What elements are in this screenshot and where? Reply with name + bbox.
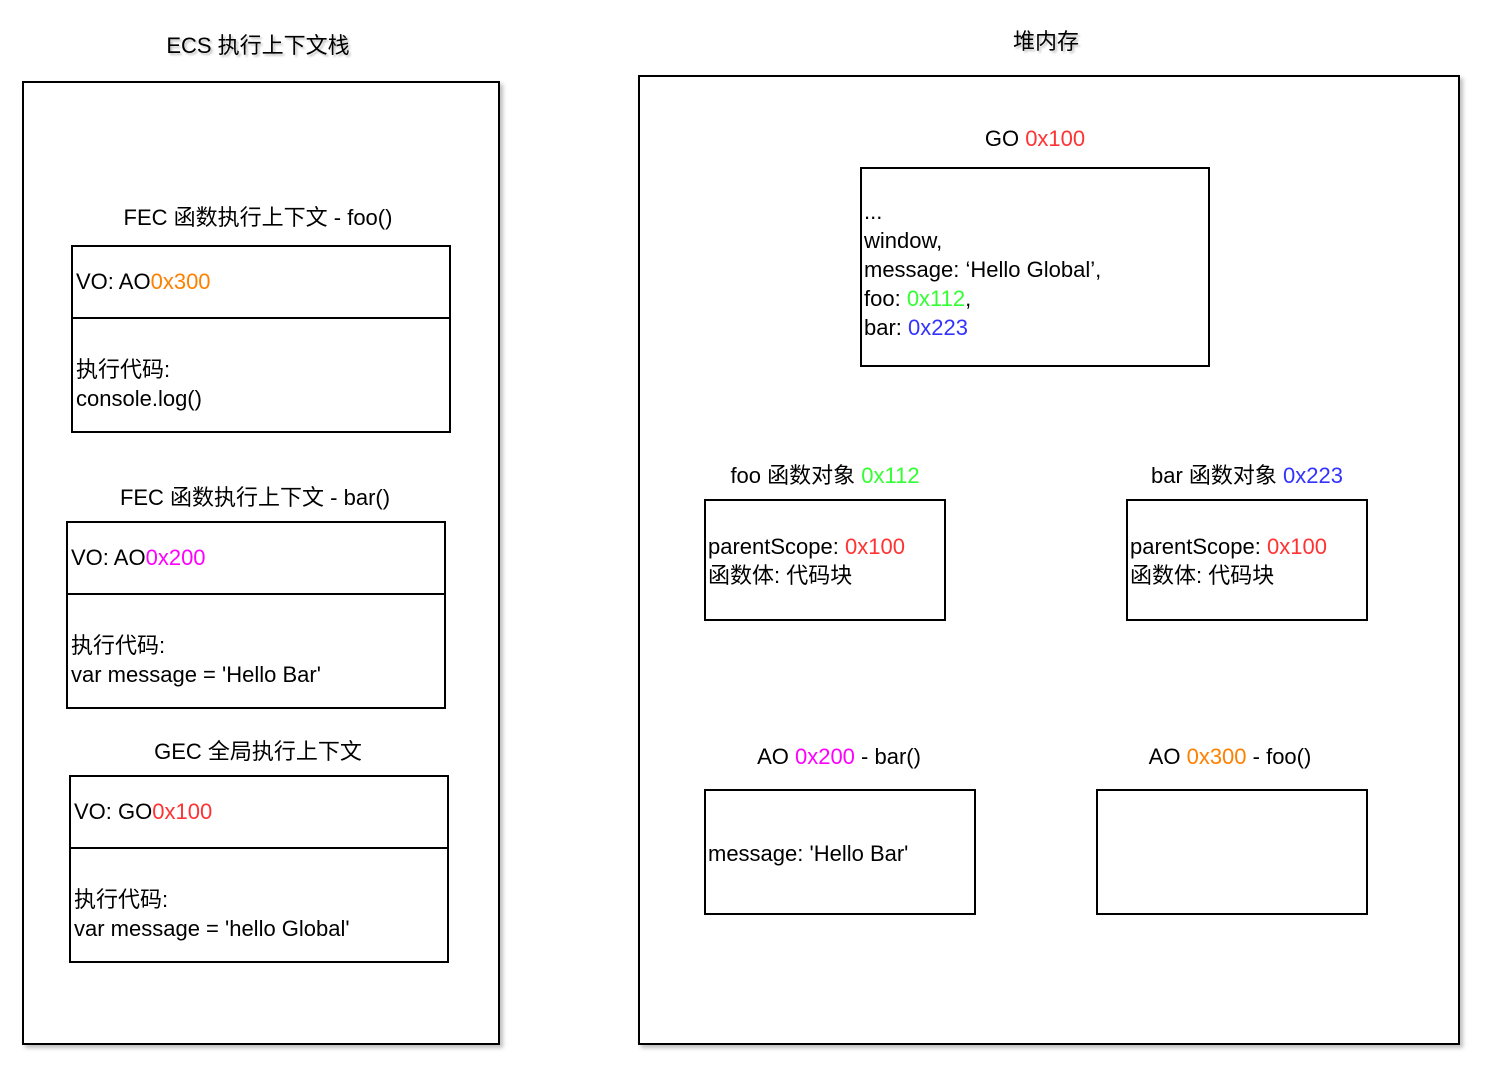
code-text: var message = 'hello Global' (74, 916, 350, 941)
fec-bar-context: VO: AO 0x200 执行代码: var message = 'Hello … (66, 521, 446, 709)
foo-object-caption-label: foo 函数对象 (730, 463, 862, 488)
fec-bar-code: 执行代码: var message = 'Hello Bar' (71, 631, 444, 689)
scope-address: 0x100 (1266, 534, 1327, 559)
fec-foo-vo: VO: AO 0x300 (73, 247, 449, 319)
go-foo: foo: 0x112, (864, 284, 1101, 313)
bar-parent-scope: parentScope: 0x100 (1130, 532, 1327, 561)
vo-address: 0x200 (145, 545, 206, 570)
code-label: 执行代码: (74, 887, 169, 912)
ao-foo-caption-suffix: - foo() (1246, 744, 1312, 769)
code-label: 执行代码: (71, 633, 166, 658)
bar-object-caption-label: bar 函数对象 (1151, 463, 1284, 488)
ao-foo-caption-label: AO (1148, 744, 1187, 769)
vo-label: VO: AO (76, 269, 151, 294)
go-foo-suffix: , (965, 286, 972, 311)
bar-function-body: 函数体: 代码块 (1130, 563, 1275, 588)
vo-label: VO: GO (74, 799, 153, 824)
fec-bar-caption: FEC 函数执行上下文 - bar() (119, 485, 391, 510)
scope-label: parentScope: (1130, 534, 1267, 559)
ao-foo-caption: AO 0x300 - foo() (1149, 744, 1312, 770)
go-object: ... window, message: ‘Hello Global’, foo… (860, 167, 1210, 367)
gec-vo: VO: GO 0x100 (71, 777, 447, 849)
ao-bar-caption-suffix: - bar() (854, 744, 921, 769)
go-message: message: ‘Hello Global’, (864, 257, 1102, 282)
foo-function-body: 函数体: 代码块 (708, 563, 853, 588)
gec-context: VO: GO 0x100 执行代码: var message = 'hello … (69, 775, 449, 963)
go-foo-address: 0x112 (906, 286, 966, 311)
bar-object-content: parentScope: 0x100 函数体: 代码块 (1130, 532, 1327, 590)
ao-foo-caption-address: 0x300 (1186, 744, 1247, 769)
go-window: window, (864, 228, 943, 253)
go-bar-label: bar: (864, 315, 909, 340)
fec-bar-vo: VO: AO 0x200 (68, 523, 444, 595)
vo-address: 0x100 (152, 799, 213, 824)
foo-function-object: parentScope: 0x100 函数体: 代码块 (704, 499, 946, 621)
gec-caption: GEC 全局执行上下文 (154, 739, 362, 764)
scope-address: 0x100 (844, 534, 905, 559)
vo-address: 0x300 (150, 269, 211, 294)
ao-bar-caption-address: 0x200 (794, 744, 855, 769)
go-bar-address: 0x223 (908, 315, 968, 340)
foo-object-caption-address: 0x112 (861, 463, 920, 488)
gec-code: 执行代码: var message = 'hello Global' (74, 885, 447, 943)
go-bar: bar: 0x223 (864, 313, 1101, 342)
ecs-title: ECS 执行上下文栈 (166, 33, 350, 58)
ao-bar-caption-label: AO (757, 744, 795, 769)
go-foo-label: foo: (864, 286, 907, 311)
foo-parent-scope: parentScope: 0x100 (708, 532, 905, 561)
go-caption-label: GO (984, 126, 1026, 151)
foo-object-content: parentScope: 0x100 函数体: 代码块 (708, 532, 905, 590)
bar-object-caption-address: 0x223 (1283, 463, 1343, 488)
go-ellipsis: ... (864, 199, 883, 224)
fec-foo-context: VO: AO 0x300 执行代码: console.log() (71, 245, 451, 433)
go-caption-address: 0x100 (1025, 126, 1086, 151)
ao-foo-object (1096, 789, 1368, 915)
fec-foo-caption: FEC 函数执行上下文 - foo() (123, 205, 393, 230)
scope-label: parentScope: (708, 534, 845, 559)
go-caption: GO 0x100 (985, 126, 1085, 152)
ao-bar-caption: AO 0x200 - bar() (757, 744, 921, 770)
bar-function-object: parentScope: 0x100 函数体: 代码块 (1126, 499, 1368, 621)
vo-label: VO: AO (71, 545, 146, 570)
code-label: 执行代码: (76, 357, 171, 382)
fec-foo-code: 执行代码: console.log() (76, 355, 449, 413)
bar-object-caption: bar 函数对象 0x223 (1151, 458, 1343, 490)
go-properties: ... window, message: ‘Hello Global’, foo… (864, 197, 1101, 342)
heap-title: 堆内存 (1012, 29, 1080, 54)
code-text: var message = 'Hello Bar' (71, 662, 321, 687)
foo-object-caption: foo 函数对象 0x112 (730, 458, 919, 490)
code-text: console.log() (76, 386, 202, 411)
ao-bar-message: message: 'Hello Bar' (708, 841, 909, 866)
ao-bar-object: message: 'Hello Bar' (704, 789, 976, 915)
